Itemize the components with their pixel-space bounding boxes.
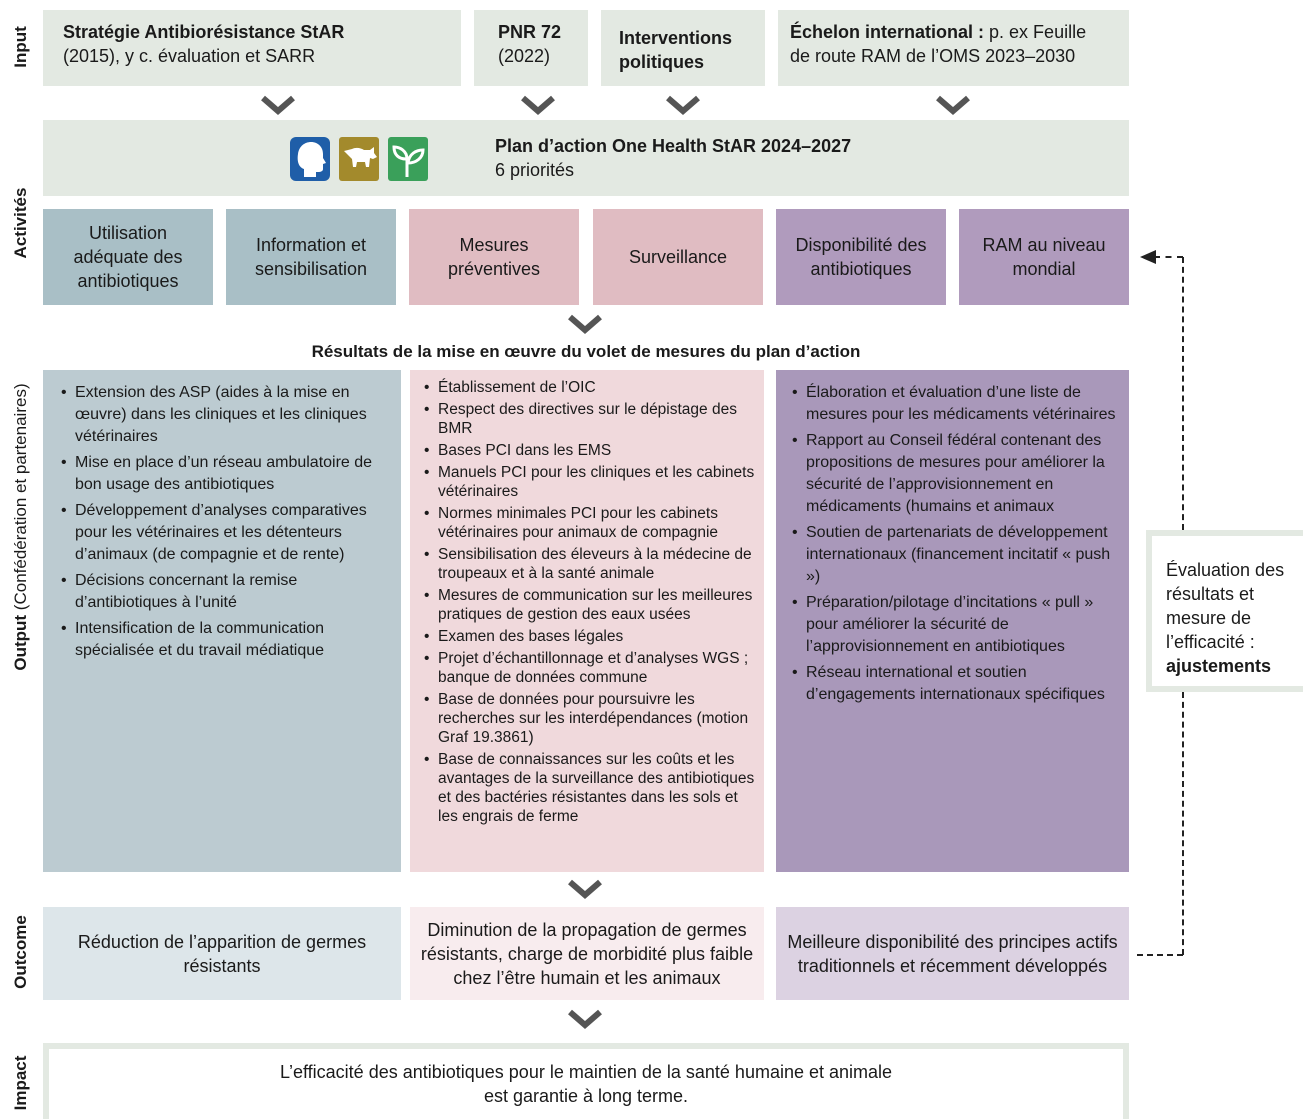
label-input: Input (11, 26, 30, 68)
plant-leaf-icon (388, 137, 428, 181)
action-plan-box: Plan d’action One Health StAR 2024–2027 … (43, 120, 1129, 196)
chevron-down-icon (666, 95, 700, 115)
chevron-down-icon (568, 1009, 602, 1029)
output-column-availability: Élaboration et évaluation d’une liste de… (776, 370, 1129, 872)
label-outcome: Outcome (11, 915, 30, 989)
human-head-icon (290, 137, 330, 181)
feedback-line-upper (1182, 257, 1184, 530)
outcome-availability: Meilleure disponibilité des principes ac… (776, 907, 1129, 1000)
list-item: Réseau international et soutien d’engage… (792, 662, 1119, 706)
list-item: Préparation/pilotage d’incitations « pul… (792, 592, 1119, 658)
output-column-prevention: Établissement de l’OIC Respect des direc… (410, 370, 764, 872)
impact-text: L’efficacité des antibiotiques pour le m… (279, 1062, 893, 1106)
list-item: Soutien de partenariats de développement… (792, 522, 1119, 588)
activity-antibiotic-use: Utilisation adéquate des antibiotiques (43, 209, 213, 305)
list-item: Bases PCI dans les EMS (424, 441, 756, 460)
chevron-down-icon (936, 95, 970, 115)
input-pnr72: PNR 72(2022) (474, 10, 588, 86)
results-title: Résultats de la mise en œuvre du volet d… (311, 342, 861, 361)
activity-preventive-measures: Mesures préventives (409, 209, 579, 305)
list-item: Respect des directives sur le dépistage … (424, 400, 756, 438)
arrow-left-icon (1140, 250, 1156, 264)
feedback-line-activities (1154, 256, 1183, 258)
list-item: Sensibilisation des éleveurs à la médeci… (424, 545, 756, 583)
activity-availability: Disponibilité des antibiotiques (776, 209, 946, 305)
list-item: Rapport au Conseil fédéral contenant des… (792, 430, 1119, 518)
chevron-down-icon (568, 879, 602, 899)
list-item: Mise en place d’un réseau ambulatoire de… (61, 452, 387, 496)
input-international: Échelon international : p. ex Feuille de… (778, 10, 1129, 86)
list-item: Base de connaissances sur les coûts et l… (424, 750, 756, 826)
action-plan-title: Plan d’action One Health StAR 2024–2027 (495, 136, 852, 156)
label-activities: Activités (11, 187, 30, 259)
evaluation-text: Évaluation des résultats et mesure de l’… (1166, 560, 1285, 652)
list-item: Développement d’analyses comparatives po… (61, 500, 387, 566)
list-item: Mesures de communication sur les meilleu… (424, 586, 756, 624)
list-item: Extension des ASP (aides à la mise en œu… (61, 382, 387, 448)
evaluation-box: Évaluation des résultats et mesure de l’… (1146, 530, 1303, 692)
outcome-spread: Diminution de la propagation de germes r… (410, 907, 764, 1000)
list-item: Intensification de la communication spéc… (61, 618, 387, 662)
chevron-down-icon (568, 314, 602, 334)
label-impact: Impact (11, 1055, 30, 1111)
output-column-use: Extension des ASP (aides à la mise en œu… (43, 370, 401, 872)
input-star-strategy: Stratégie Antibiorésistance StAR(2015), … (43, 10, 461, 86)
animal-cow-icon (339, 137, 379, 181)
evaluation-adjustments: ajustements (1166, 656, 1272, 676)
input-political-interventions: Interventions politiques (601, 10, 765, 86)
feedback-line-outcome (1137, 954, 1183, 956)
list-item: Examen des bases légales (424, 627, 756, 646)
chevron-down-icon (261, 95, 295, 115)
outcome-reduction: Réduction de l’apparition de germes rési… (43, 907, 401, 1000)
list-item: Établissement de l’OIC (424, 378, 756, 397)
list-item: Base de données pour poursuivre les rech… (424, 690, 756, 747)
impact-box: L’efficacité des antibiotiques pour le m… (43, 1043, 1129, 1119)
list-item: Décisions concernant la remise d’antibio… (61, 570, 387, 614)
feedback-line-lower (1182, 692, 1184, 955)
chevron-down-icon (521, 95, 555, 115)
list-item: Normes minimales PCI pour les cabinets v… (424, 504, 756, 542)
label-output: Output (Confédération et partenaires) (11, 383, 30, 671)
action-plan-text: Plan d’action One Health StAR 2024–2027 … (495, 134, 851, 182)
list-item: Élaboration et évaluation d’une liste de… (792, 382, 1119, 426)
list-item: Manuels PCI pour les cliniques et les ca… (424, 463, 756, 501)
activity-surveillance: Surveillance (593, 209, 763, 305)
activity-information: Information et sensibilisation (226, 209, 396, 305)
list-item: Projet d’échantillonnage et d’analyses W… (424, 649, 756, 687)
action-plan-subtitle: 6 priorités (495, 160, 575, 180)
activity-global-amr: RAM au niveau mondial (959, 209, 1129, 305)
